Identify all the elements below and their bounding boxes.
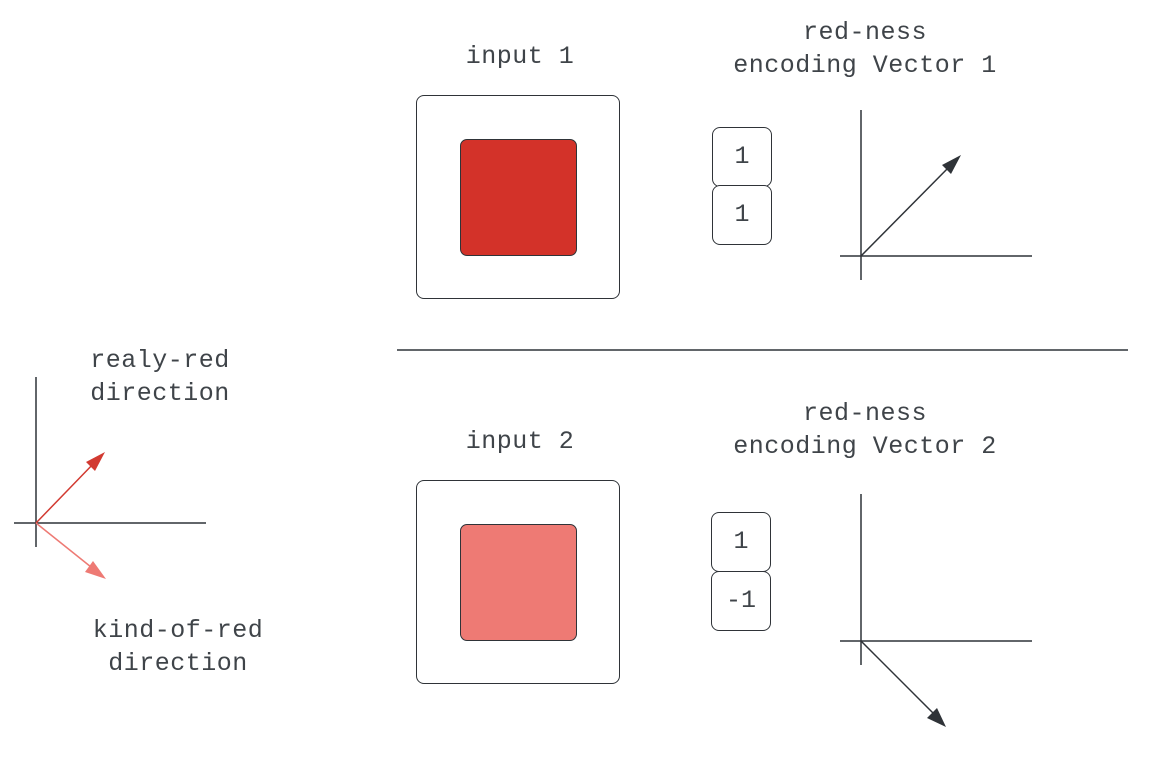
input1-frame xyxy=(416,95,620,299)
vector2-title-line2: encoding Vector 2 xyxy=(733,432,997,461)
really-red-label-line2: direction xyxy=(90,379,230,408)
really-red-arrow xyxy=(35,452,105,524)
vector1-cell-2: 1 xyxy=(712,185,772,245)
vector1-cell-1: 1 xyxy=(712,127,772,187)
vector1-title: red-ness encoding Vector 1 xyxy=(700,16,1030,82)
vector2-cell-1: 1 xyxy=(711,512,771,572)
input2-frame xyxy=(416,480,620,684)
kind-of-red-direction-label: kind-of-red direction xyxy=(78,614,278,680)
input2-label: input 2 xyxy=(465,427,575,456)
kind-of-red-label-line2: direction xyxy=(108,649,248,678)
input1-label: input 1 xyxy=(465,42,575,71)
vector1-title-line1: red-ness xyxy=(802,18,928,47)
vector1-arrow xyxy=(860,155,961,257)
vector2-title: red-ness encoding Vector 2 xyxy=(700,397,1030,463)
input2-color-swatch xyxy=(460,524,577,641)
legend-axes xyxy=(14,377,206,547)
vector1-axes xyxy=(840,110,1032,280)
vector2-axes xyxy=(840,494,1032,665)
vector2-title-line1: red-ness xyxy=(802,399,928,428)
vector2-cell-2: -1 xyxy=(711,571,771,631)
really-red-direction-label: realy-red direction xyxy=(60,344,260,410)
input1-color-swatch xyxy=(460,139,577,256)
kind-of-red-arrow xyxy=(35,522,106,579)
vector1-title-line2: encoding Vector 1 xyxy=(733,51,997,80)
really-red-label-line1: realy-red xyxy=(90,346,230,375)
vector2-arrow xyxy=(860,640,946,727)
kind-of-red-label-line1: kind-of-red xyxy=(92,616,264,645)
